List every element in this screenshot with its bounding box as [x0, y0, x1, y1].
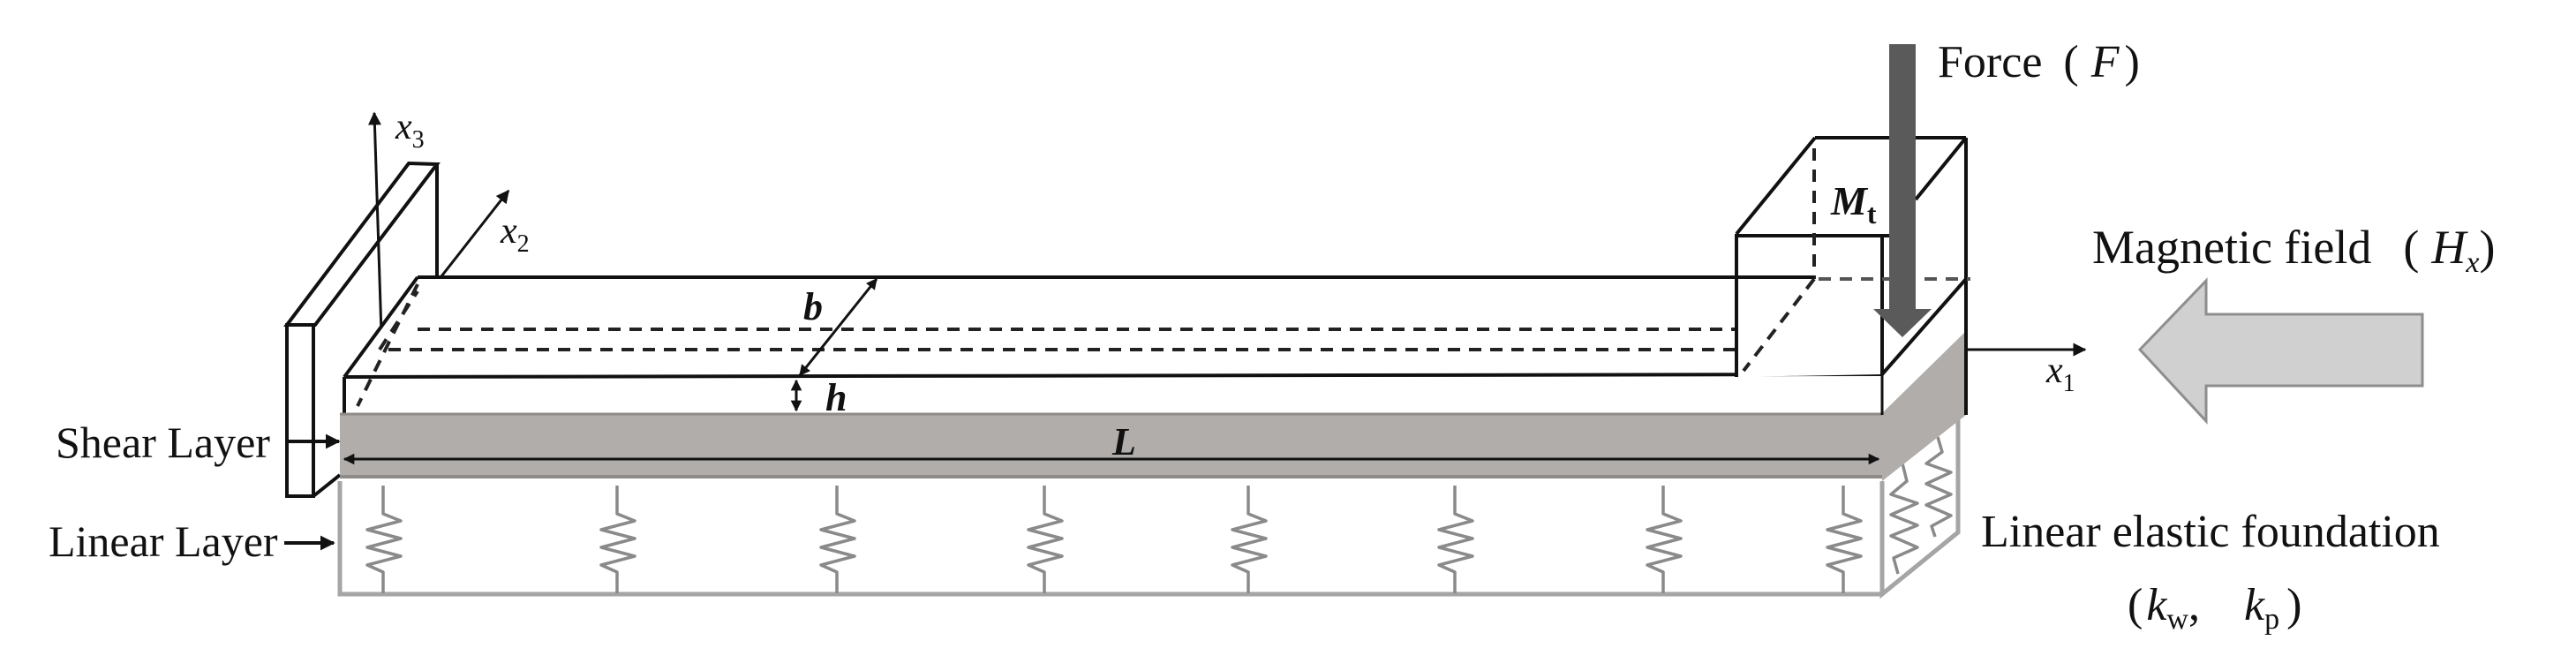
spring	[1231, 486, 1268, 593]
foundation-label: Linear elastic foundation	[1981, 507, 2440, 557]
beam	[343, 275, 1965, 415]
spring	[1826, 486, 1863, 593]
x3-axis	[367, 111, 383, 335]
front-springs	[365, 486, 1863, 593]
width-label: b	[803, 285, 823, 328]
shear-layer	[340, 331, 1966, 481]
magnetic-field-label: Magnetic field(Hx)	[2092, 221, 2495, 279]
magnetic-field-arrow	[2137, 277, 2424, 425]
linear-layer-label: Linear Layer	[49, 516, 278, 566]
tip-mass-label: Mt	[1830, 178, 1877, 230]
x2-axis	[440, 189, 510, 277]
spring	[1027, 486, 1064, 593]
linear-elastic-foundation	[337, 415, 1961, 599]
foundation-stiffness-label: (kw,kp)	[2128, 580, 2301, 636]
force-arrow	[1873, 44, 1932, 337]
length-label: L	[1111, 420, 1136, 463]
foundation-side-frame	[1879, 415, 1961, 599]
spring	[819, 486, 856, 593]
width-dimension-arrow	[798, 278, 878, 376]
side-springs	[1889, 436, 1953, 575]
x2-axis-label: x2	[500, 211, 530, 258]
x1-axis-label: x1	[2045, 350, 2075, 397]
spring	[1646, 486, 1683, 593]
x3-axis-label: x3	[395, 107, 425, 154]
shear-layer-label: Shear Layer	[56, 418, 270, 467]
force-label: Force(F)	[1938, 37, 2140, 87]
thickness-label: h	[825, 376, 847, 419]
spring	[365, 486, 403, 593]
spring	[1437, 486, 1474, 593]
foundation-front-frame	[337, 481, 1882, 597]
spring	[599, 486, 636, 593]
clamped-wall	[282, 161, 441, 498]
